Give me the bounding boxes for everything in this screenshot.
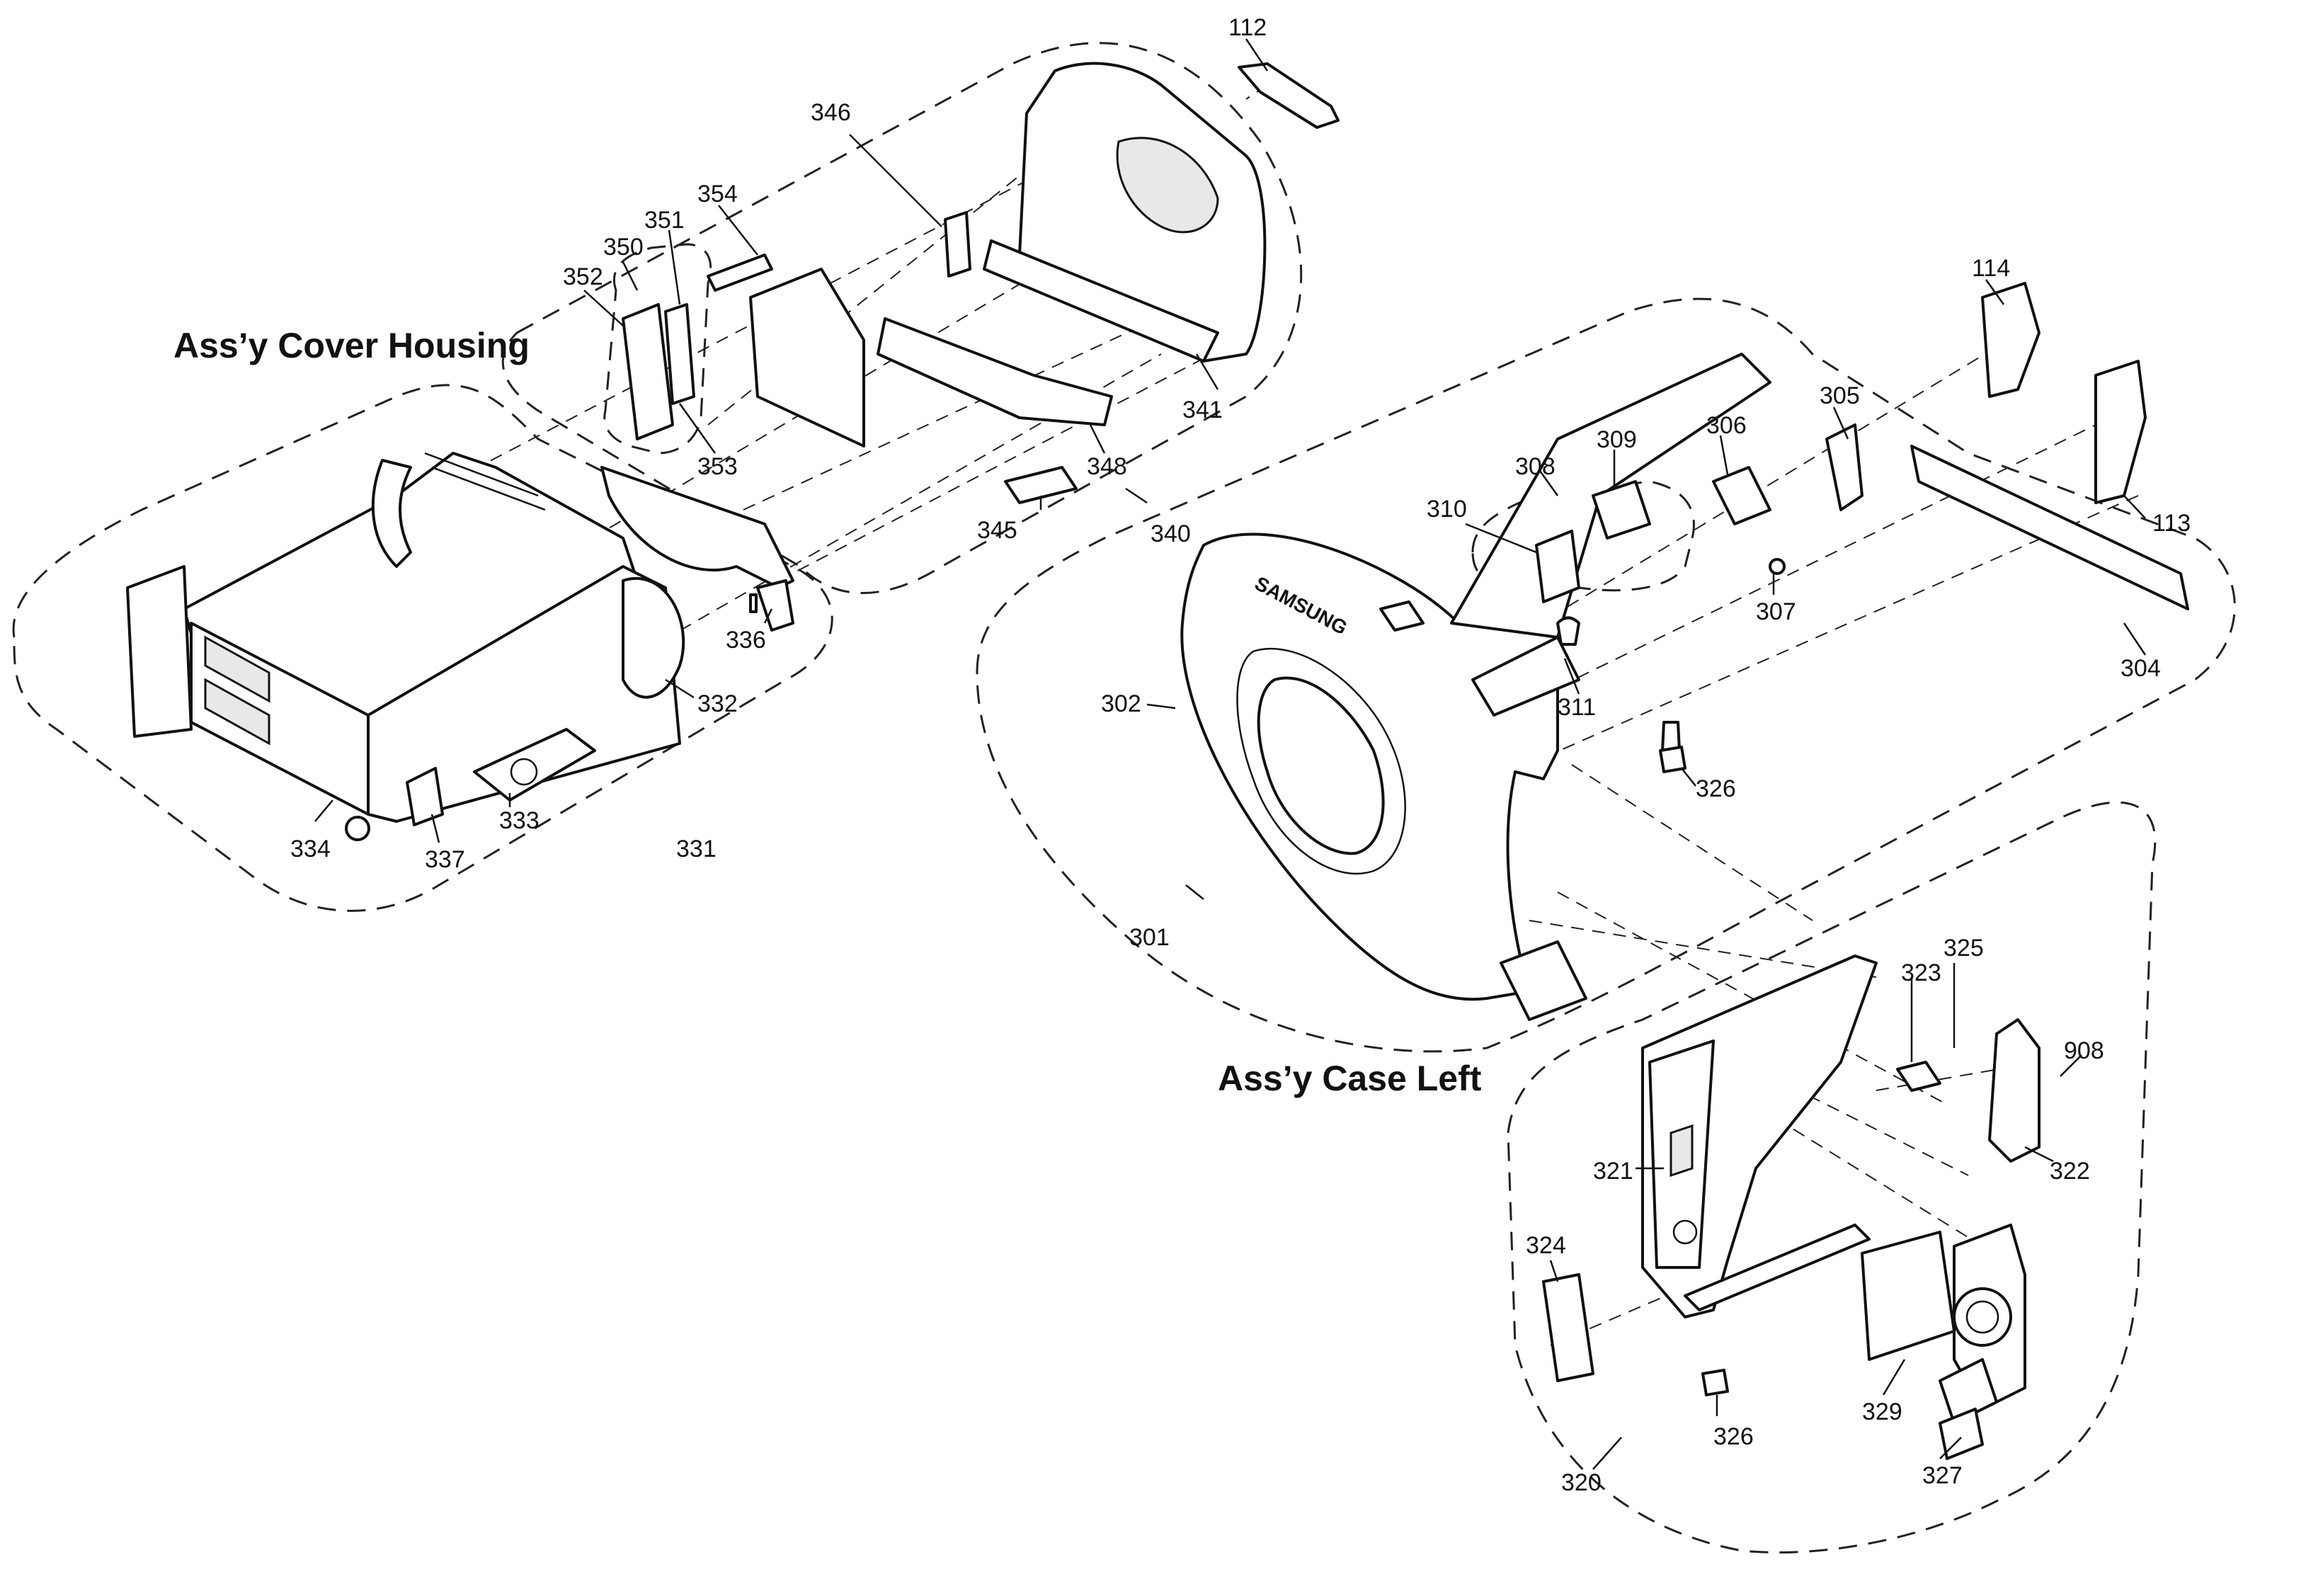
screw-326-upper [1659,746,1686,773]
callout-307: 307 [1756,598,1796,625]
boundary-301 [976,297,2236,1053]
callout-348: 348 [1087,453,1127,480]
boundary-340 [501,42,1303,594]
callout-112: 112 [1228,14,1267,41]
callout-352: 352 [563,263,603,290]
callout-336: 336 [726,627,766,654]
callout-908: 908 [2064,1037,2104,1064]
screw-326-lower [1701,1369,1729,1396]
callout-301: 301 [1129,924,1170,951]
callout-320: 320 [1561,1469,1602,1496]
callout-321: 321 [1593,1158,1633,1185]
boundary-309 [1471,480,1695,592]
callout-304: 304 [2121,655,2161,682]
callout-113: 113 [2152,510,2191,537]
callout-337: 337 [425,846,465,873]
callout-324: 324 [1526,1232,1566,1259]
callout-333: 333 [499,807,540,834]
callout-331: 331 [676,836,717,862]
callout-311: 311 [1558,694,1596,721]
callout-310: 310 [1427,496,1467,523]
callout-306: 306 [1706,412,1747,439]
callout-114: 114 [1972,255,2010,282]
callout-322: 322 [2050,1158,2090,1185]
callout-labels: 112 346 354 351 350 352 353 341 348 345 … [290,14,2191,1496]
callout-354: 354 [697,181,738,207]
callout-325: 325 [1944,935,1984,962]
case-left-lower-assembly-320 [1542,954,2041,1460]
callout-340: 340 [1151,520,1191,547]
title-cover-housing: Ass’y Cover Housing [173,326,530,365]
callout-332: 332 [697,690,738,717]
callout-346: 346 [811,99,851,126]
callout-329: 329 [1862,1398,1902,1425]
callout-305: 305 [1820,382,1860,409]
title-case-left: Ass’y Case Left [1218,1059,1482,1098]
callout-323: 323 [1901,959,1941,986]
callout-326-lower: 326 [1713,1423,1754,1450]
callout-345: 345 [977,517,1017,544]
cover-housing-frame-331 [126,452,685,841]
callout-341: 341 [1182,397,1223,423]
callout-327: 327 [1922,1462,1963,1489]
callout-350: 350 [603,234,644,261]
boundary-350 [603,243,712,455]
callout-308: 308 [1515,453,1556,480]
boundary-320 [1507,801,2157,1554]
boundary-331 [12,384,833,912]
chassis-assembly-340 [600,62,1340,632]
callout-326-upper: 326 [1696,775,1736,802]
callout-309: 309 [1597,426,1637,453]
callout-351: 351 [644,207,685,234]
callout-302: 302 [1101,690,1141,717]
leader-lines [314,38,2147,1470]
case-left-301: SAMSUNG [1180,282,2189,1021]
callout-353: 353 [697,453,738,480]
callout-334: 334 [290,836,331,862]
